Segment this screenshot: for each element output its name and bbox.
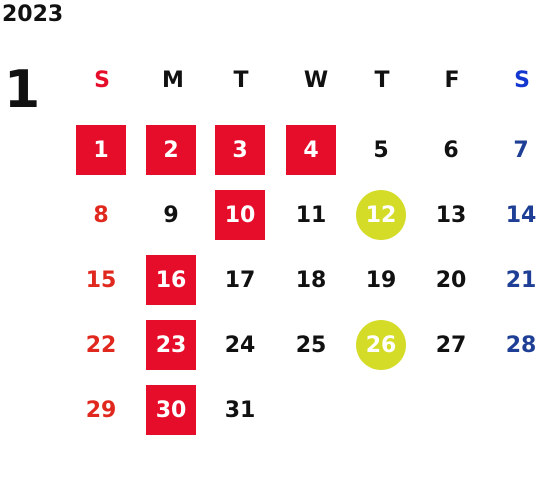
day-cell[interactable]: 1	[76, 125, 126, 175]
day-cell[interactable]: 28	[505, 332, 537, 358]
day-cell[interactable]: 10	[215, 190, 265, 240]
day-cell[interactable]: 27	[435, 332, 467, 358]
day-cell[interactable]: 12	[356, 190, 406, 240]
weekday-header-monday: M	[162, 68, 184, 93]
weekday-header-saturday: S	[514, 68, 530, 93]
weekday-header-thursday: T	[374, 68, 390, 93]
day-cell[interactable]: 11	[295, 202, 327, 228]
day-cell[interactable]: 21	[505, 267, 537, 293]
day-cell[interactable]: 3	[215, 125, 265, 175]
day-cell[interactable]: 29	[85, 397, 117, 423]
day-cell[interactable]: 30	[146, 385, 196, 435]
calendar-year: 2023	[2, 2, 64, 27]
day-cell[interactable]: 17	[224, 267, 256, 293]
weekday-header-sunday: S	[94, 68, 110, 93]
day-cell[interactable]: 19	[365, 267, 397, 293]
day-cell[interactable]: 25	[295, 332, 327, 358]
day-cell[interactable]: 22	[85, 332, 117, 358]
day-cell[interactable]: 14	[505, 202, 537, 228]
day-cell[interactable]: 2	[146, 125, 196, 175]
day-cell[interactable]: 7	[513, 137, 529, 163]
day-cell[interactable]: 6	[443, 137, 459, 163]
day-cell[interactable]: 20	[435, 267, 467, 293]
day-cell[interactable]: 23	[146, 320, 196, 370]
day-cell[interactable]: 9	[163, 202, 179, 228]
day-cell[interactable]: 18	[295, 267, 327, 293]
day-cell[interactable]: 4	[286, 125, 336, 175]
weekday-header-wednesday: W	[303, 68, 329, 93]
weekday-header-tuesday: T	[233, 68, 249, 93]
day-cell[interactable]: 8	[93, 202, 109, 228]
day-cell[interactable]: 16	[146, 255, 196, 305]
day-cell[interactable]: 13	[435, 202, 467, 228]
weekday-header-friday: F	[444, 68, 460, 93]
day-cell[interactable]: 5	[373, 137, 389, 163]
day-cell[interactable]: 26	[356, 320, 406, 370]
day-cell[interactable]: 31	[224, 397, 256, 423]
day-cell[interactable]: 15	[85, 267, 117, 293]
day-cell[interactable]: 24	[224, 332, 256, 358]
calendar-month: 1	[4, 60, 41, 120]
